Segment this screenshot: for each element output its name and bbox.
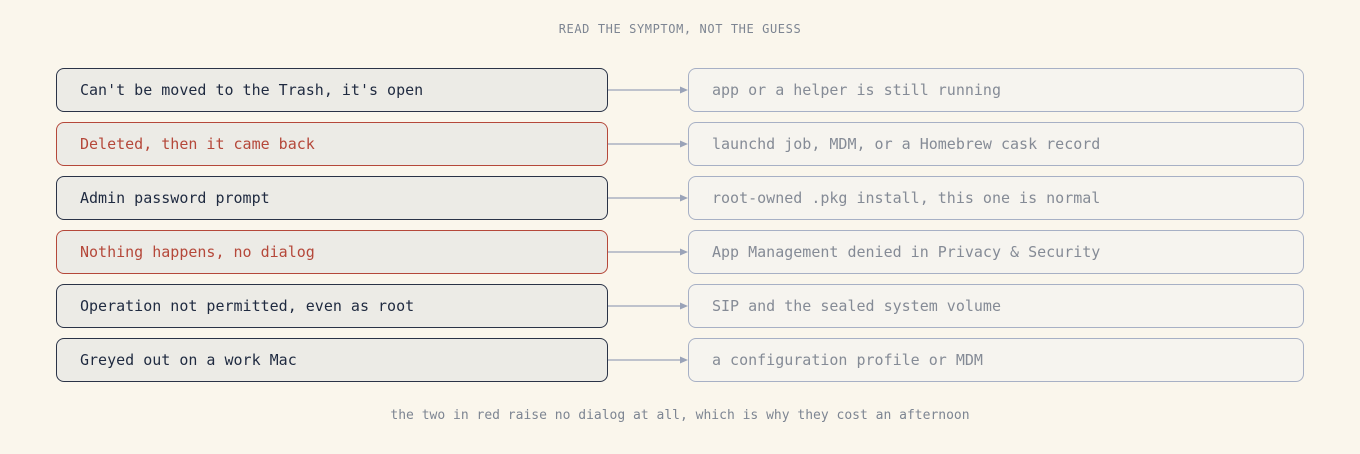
row-5: Greyed out on a work Mac a configuration… — [56, 338, 1304, 384]
symptom-box-highlighted: Deleted, then it came back — [56, 122, 608, 166]
cause-box: launchd job, MDM, or a Homebrew cask rec… — [688, 122, 1304, 166]
cause-box: SIP and the sealed system volume — [688, 284, 1304, 328]
arrow-icon — [608, 302, 688, 310]
symptom-box: Can't be moved to the Trash, it's open — [56, 68, 608, 112]
row-0: Can't be moved to the Trash, it's open a… — [56, 68, 1304, 114]
cause-box: App Management denied in Privacy & Secur… — [688, 230, 1304, 274]
symptom-box: Admin password prompt — [56, 176, 608, 220]
arrow-icon — [608, 248, 688, 256]
arrow-icon — [608, 140, 688, 148]
symptom-box: Operation not permitted, even as root — [56, 284, 608, 328]
row-2: Admin password prompt root-owned .pkg in… — [56, 176, 1304, 222]
row-1: Deleted, then it came back launchd job, … — [56, 122, 1304, 168]
arrow-icon — [608, 356, 688, 364]
cause-box: a configuration profile or MDM — [688, 338, 1304, 382]
footer-note: the two in red raise no dialog at all, w… — [390, 408, 970, 423]
cause-box: app or a helper is still running — [688, 68, 1304, 112]
symptom-box: Greyed out on a work Mac — [56, 338, 608, 382]
cause-box: root-owned .pkg install, this one is nor… — [688, 176, 1304, 220]
row-3: Nothing happens, no dialog App Managemen… — [56, 230, 1304, 276]
arrow-icon — [608, 194, 688, 202]
symptom-cause-list: Can't be moved to the Trash, it's open a… — [56, 68, 1304, 392]
symptom-box-highlighted: Nothing happens, no dialog — [56, 230, 608, 274]
row-4: Operation not permitted, even as root SI… — [56, 284, 1304, 330]
arrow-icon — [608, 86, 688, 94]
diagram-title: READ THE SYMPTOM, NOT THE GUESS — [558, 22, 802, 36]
